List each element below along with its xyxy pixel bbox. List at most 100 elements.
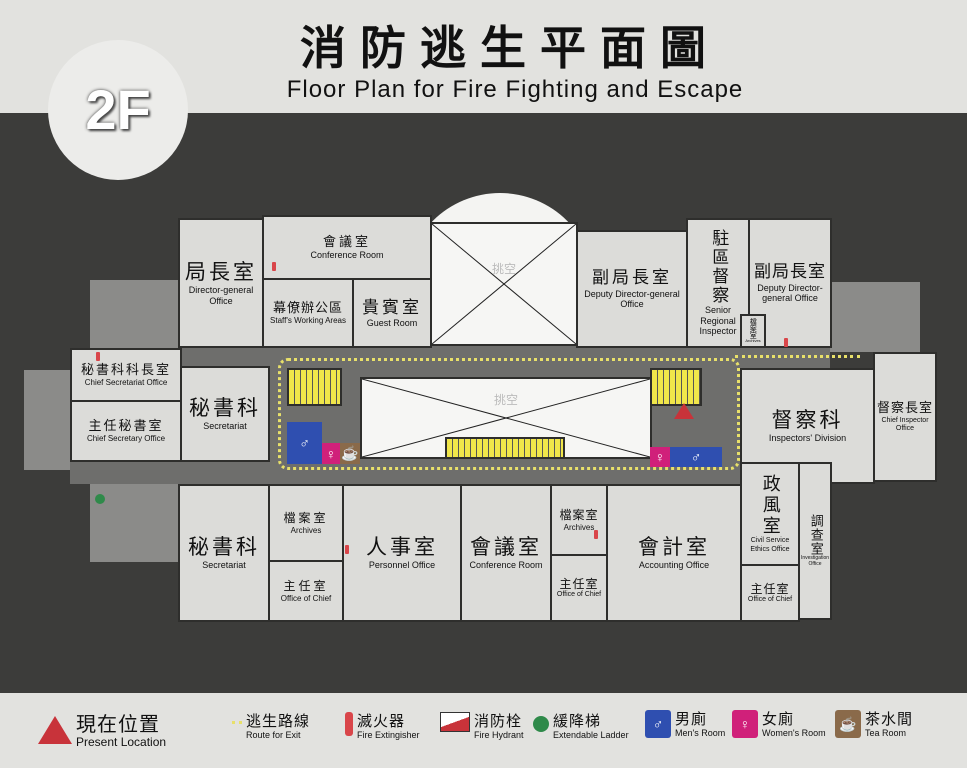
woman-icon: ♀ <box>732 710 758 738</box>
gray-area <box>828 282 920 352</box>
cup-icon: ☕ <box>835 710 861 738</box>
man-icon: ♂ <box>645 710 671 738</box>
escape-route <box>735 355 860 358</box>
floor-badge: 2F <box>48 40 188 180</box>
escape-route <box>278 358 740 470</box>
room-label-en: Archives <box>563 522 595 532</box>
room-label: 主任室 <box>283 579 329 594</box>
room-label-en: Guest Room <box>366 318 418 329</box>
room-label-en: Office of Chief <box>556 591 602 599</box>
mens-room-icon: ♂ <box>670 447 722 467</box>
room-label: 秘書科科長室 <box>80 362 171 378</box>
room-label: 檔案室 <box>559 508 599 523</box>
fire-extinguisher-icon <box>96 352 100 361</box>
room-label: 督察長室 <box>876 401 933 417</box>
room-label: 副局長室 <box>754 262 826 283</box>
room-label-en: Investigation Office <box>800 555 830 567</box>
legend-label: 現在位置 <box>76 712 160 736</box>
present-location-icon <box>38 716 72 744</box>
extendable-ladder-icon <box>95 494 105 504</box>
stairs-center <box>445 437 565 459</box>
room-label: 調查室 <box>807 514 823 557</box>
legend-label-en: Fire Extingisher <box>357 730 420 740</box>
fire-extinguisher-icon <box>272 262 276 271</box>
room-label: 會議室 <box>470 535 542 560</box>
room-label: 主任室 <box>559 576 599 591</box>
fire-extinguisher-icon <box>345 545 349 554</box>
route-icon <box>232 721 242 727</box>
room-label-en: Inspectors' Division <box>768 433 847 444</box>
gray-area <box>90 280 180 350</box>
room-label: 督察科 <box>771 408 844 433</box>
room-label-en: Secretariat <box>203 421 247 432</box>
fire-hydrant-icon <box>440 712 470 732</box>
room-label-en: Archives <box>745 338 761 344</box>
room-label-en: Personnel Office <box>368 560 436 571</box>
fire-extinguisher-icon <box>784 338 788 347</box>
legend-label-en: Present Location <box>76 735 167 749</box>
room-label: 貴賓室 <box>362 297 422 318</box>
mens-room-icon: ♂ <box>287 422 322 464</box>
room-label-en: Accounting Office <box>638 560 710 571</box>
room-label-en: Chief Secretary Office <box>86 434 166 444</box>
legend-label-en: Route for Exit <box>246 730 301 740</box>
womens-room-icon: ♀ <box>322 443 340 464</box>
room-label-en: Chief Inspector Office <box>881 416 929 432</box>
void-label: 挑空 <box>491 262 516 276</box>
page-subtitle: Floor Plan for Fire Fighting and Escape <box>286 76 744 103</box>
void-label: 挑空 <box>493 392 518 407</box>
room-label: 檔案室 <box>283 511 329 526</box>
room-label: 秘書科 <box>188 535 260 560</box>
legend-label: 消防栓 <box>474 712 523 730</box>
room-label: 會議室 <box>322 234 371 250</box>
stairs-left <box>287 368 342 406</box>
tea-room-icon: ☕ <box>340 443 360 464</box>
room-label: 會計室 <box>638 535 710 560</box>
legend-label: 茶水間 <box>865 710 914 728</box>
legend-label: 男廁 <box>675 710 708 728</box>
legend-label: 逃生路線 <box>246 712 311 730</box>
void-top: 挑空 <box>430 222 578 346</box>
room-label-en: Civil Service Ethics Office <box>750 537 790 553</box>
room-label: 秘書科 <box>189 396 261 421</box>
legend-label-en: Extendable Ladder <box>553 730 629 740</box>
legend-label-en: Fire Hydrant <box>474 730 524 740</box>
legend-label: 緩降梯 <box>553 712 602 730</box>
room-label: 副局長室 <box>592 268 672 289</box>
gray-area <box>90 480 180 562</box>
gray-area <box>24 370 72 470</box>
room-label-en: Conference Room <box>469 560 543 571</box>
room-label-en: Director-general Office <box>188 285 254 306</box>
room-label: 幕僚辦公區 <box>272 300 343 316</box>
room-label-en: Chief Secretariat Office <box>84 378 168 388</box>
corridor <box>70 460 180 484</box>
